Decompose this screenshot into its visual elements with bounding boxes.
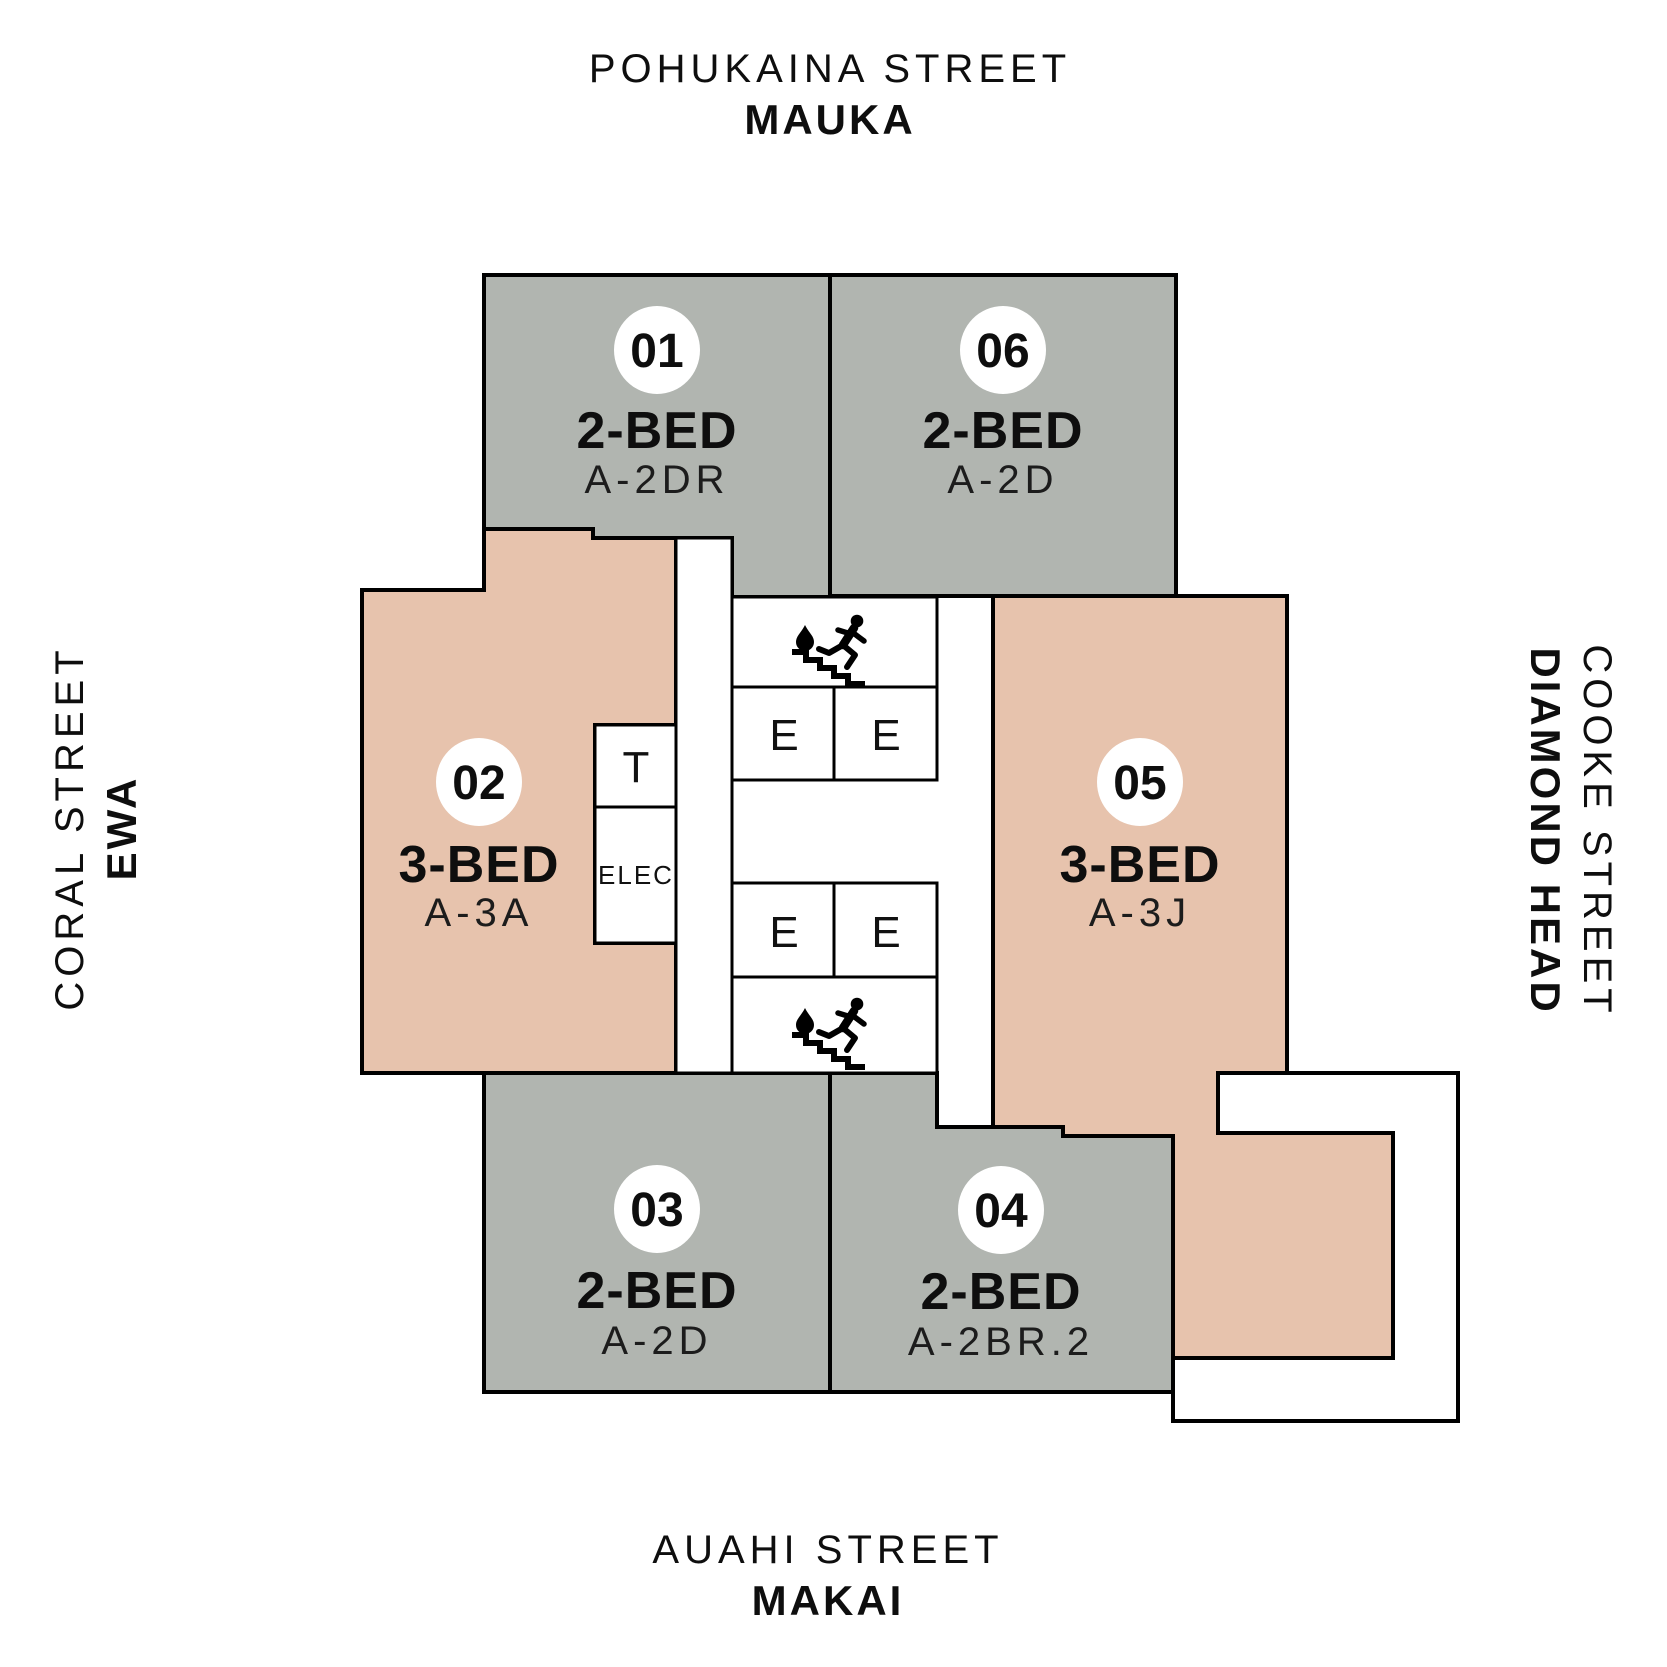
street-label-right: COOKE STREET DIAMOND HEAD bbox=[1522, 644, 1619, 1017]
trash-room: T bbox=[593, 723, 678, 809]
unit-03-plan-code: A-2D bbox=[601, 1319, 712, 1363]
unit-03-number-badge bbox=[614, 1165, 700, 1253]
elevator-upper-right-label: E bbox=[871, 711, 900, 760]
unit-03-region[interactable] bbox=[482, 1071, 832, 1394]
trash-room-box bbox=[593, 723, 678, 809]
unit-06-number: 06 bbox=[976, 325, 1029, 378]
electrical-room-label: ELEC bbox=[598, 860, 674, 890]
unit-04[interactable]: 04 2-BED A-2BR.2 bbox=[828, 1071, 1175, 1394]
unit-04-number-badge bbox=[958, 1166, 1044, 1254]
unit-05-number: 05 bbox=[1113, 757, 1166, 810]
elevator-upper-right-box bbox=[832, 685, 939, 782]
unit-03-number: 03 bbox=[630, 1184, 683, 1237]
street-top-direction: MAUKA bbox=[744, 96, 915, 143]
elevator-lower-left-label: E bbox=[769, 908, 798, 957]
stairwell-lower bbox=[730, 975, 939, 1075]
electrical-room-box bbox=[593, 805, 678, 945]
stairwell-upper bbox=[730, 595, 939, 689]
street-bottom-name: AUAHI STREET bbox=[652, 1528, 1003, 1572]
unit-06-plan-code: A-2D bbox=[947, 458, 1058, 502]
unit-02-number-badge bbox=[436, 738, 522, 826]
unit-04-number: 04 bbox=[974, 1185, 1028, 1238]
street-right-name: COOKE STREET bbox=[1575, 644, 1619, 1017]
elevator-lower-right-box bbox=[832, 881, 939, 979]
unit-02-type: 3-BED bbox=[398, 836, 559, 894]
unit-06[interactable]: 06 2-BED A-2D bbox=[828, 273, 1178, 598]
elevator-lower-right-label: E bbox=[871, 908, 900, 957]
unit-02-number: 02 bbox=[452, 757, 505, 810]
street-left-name: CORAL STREET bbox=[48, 645, 92, 1010]
unit-01-number-badge bbox=[614, 306, 700, 394]
unit-05-number-badge bbox=[1097, 738, 1183, 826]
unit-05-type: 3-BED bbox=[1059, 836, 1220, 894]
unit-01-number: 01 bbox=[630, 325, 683, 378]
unit-03[interactable]: 03 2-BED A-2D bbox=[482, 1071, 832, 1394]
elevator-upper-left-label: E bbox=[769, 711, 798, 760]
electrical-room: ELEC bbox=[593, 805, 678, 945]
street-top-name: POHUKAINA STREET bbox=[589, 47, 1071, 91]
street-label-bottom: AUAHI STREET MAKAI bbox=[652, 1528, 1003, 1624]
elevator-upper-left-box bbox=[730, 685, 836, 782]
street-bottom-direction: MAKAI bbox=[752, 1577, 905, 1624]
unit-05-plan-code: A-3J bbox=[1089, 891, 1191, 935]
street-label-left: CORAL STREET EWA bbox=[48, 645, 145, 1010]
street-label-top: POHUKAINA STREET MAUKA bbox=[589, 47, 1071, 143]
street-left-direction: EWA bbox=[98, 776, 145, 881]
unit-01-plan-code: A-2DR bbox=[584, 458, 729, 502]
trash-room-label: T bbox=[623, 743, 650, 792]
unit-02[interactable]: 02 3-BED A-3A bbox=[360, 527, 678, 1075]
core-corridor-strip bbox=[674, 536, 734, 1075]
elevator-bank-upper: E E bbox=[730, 685, 939, 782]
unit-01-type: 2-BED bbox=[576, 402, 737, 460]
unit-04-type: 2-BED bbox=[920, 1263, 1081, 1321]
unit-06-type: 2-BED bbox=[922, 402, 1083, 460]
unit-06-number-badge bbox=[960, 306, 1046, 394]
unit-04-plan-code: A-2BR.2 bbox=[908, 1320, 1094, 1364]
elevator-bank-lower: E E bbox=[730, 881, 939, 979]
street-right-direction: DIAMOND HEAD bbox=[1522, 647, 1569, 1014]
unit-02-plan-code: A-3A bbox=[425, 891, 534, 935]
unit-03-type: 2-BED bbox=[576, 1262, 737, 1320]
unit-01[interactable]: 01 2-BED A-2DR bbox=[482, 273, 832, 599]
